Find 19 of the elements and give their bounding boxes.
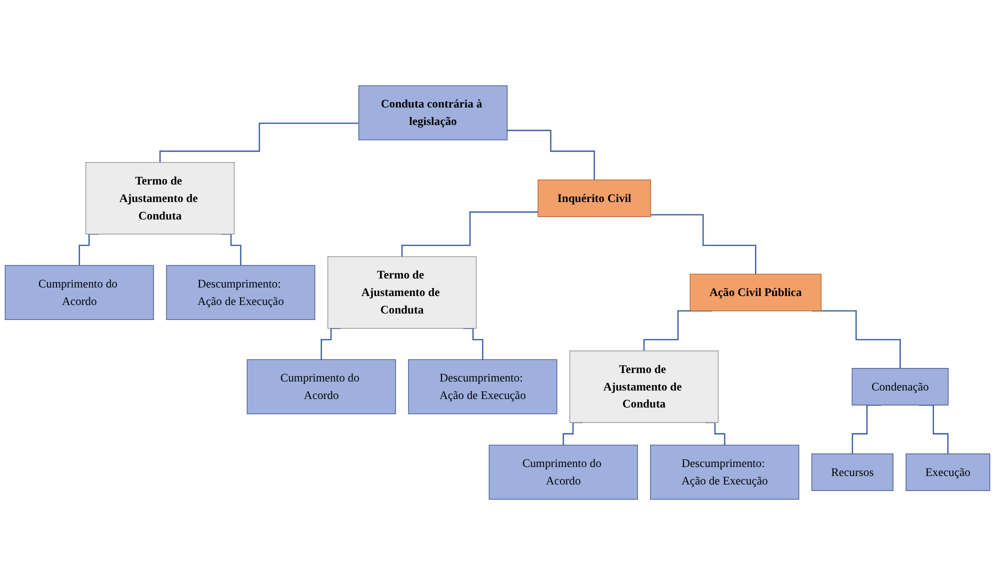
node-box: Cumprimento do Acordo <box>246 359 396 414</box>
node-box: Inquérito Civil <box>538 180 651 217</box>
connector <box>401 211 538 258</box>
node-box: Termo de Ajustamento de Conduta <box>327 256 477 329</box>
node-box: Recursos <box>811 454 894 491</box>
node-box: Cumprimento do Acordo <box>4 265 154 320</box>
node-box: Execução <box>906 454 990 491</box>
node-box: Conduta contrária à legislação <box>358 85 508 140</box>
node-box: Condenação <box>852 368 949 406</box>
connector <box>159 122 359 164</box>
connector <box>507 130 595 181</box>
node-box: Termo de Ajustamento de Conduta <box>569 350 719 423</box>
node-box: Termo de Ajustamento de Conduta <box>86 162 235 234</box>
connector <box>650 214 756 275</box>
node-box: Descumprimento: Ação de Execução <box>408 359 558 414</box>
node-box: Ação Civil Pública <box>690 274 822 312</box>
node-box: Cumprimento do Acordo <box>488 444 638 500</box>
node-box: Descumprimento: Ação de Execução <box>166 265 316 320</box>
node-box: Descumprimento: Ação de Execução <box>650 444 800 500</box>
